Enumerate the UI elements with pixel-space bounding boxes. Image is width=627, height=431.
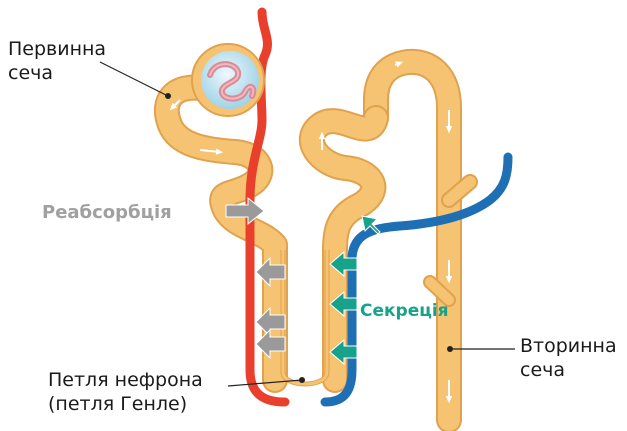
primary-urine-label: Первинна — [8, 38, 106, 60]
reabsorption-label: Реабсорбція — [42, 202, 172, 223]
secondary-urine-label: Вторинна — [520, 335, 617, 357]
loop-label-2: (петля Генле) — [48, 393, 187, 415]
loop-label: Петля нефрона — [48, 369, 203, 391]
primary-urine-label-2: сеча — [8, 62, 53, 84]
bowman-capsule — [192, 44, 264, 116]
secondary-urine-label-2: сеча — [520, 359, 565, 381]
renal-tubule — [167, 62, 470, 420]
vein — [325, 157, 508, 402]
secretion-label: Секреція — [360, 301, 449, 321]
